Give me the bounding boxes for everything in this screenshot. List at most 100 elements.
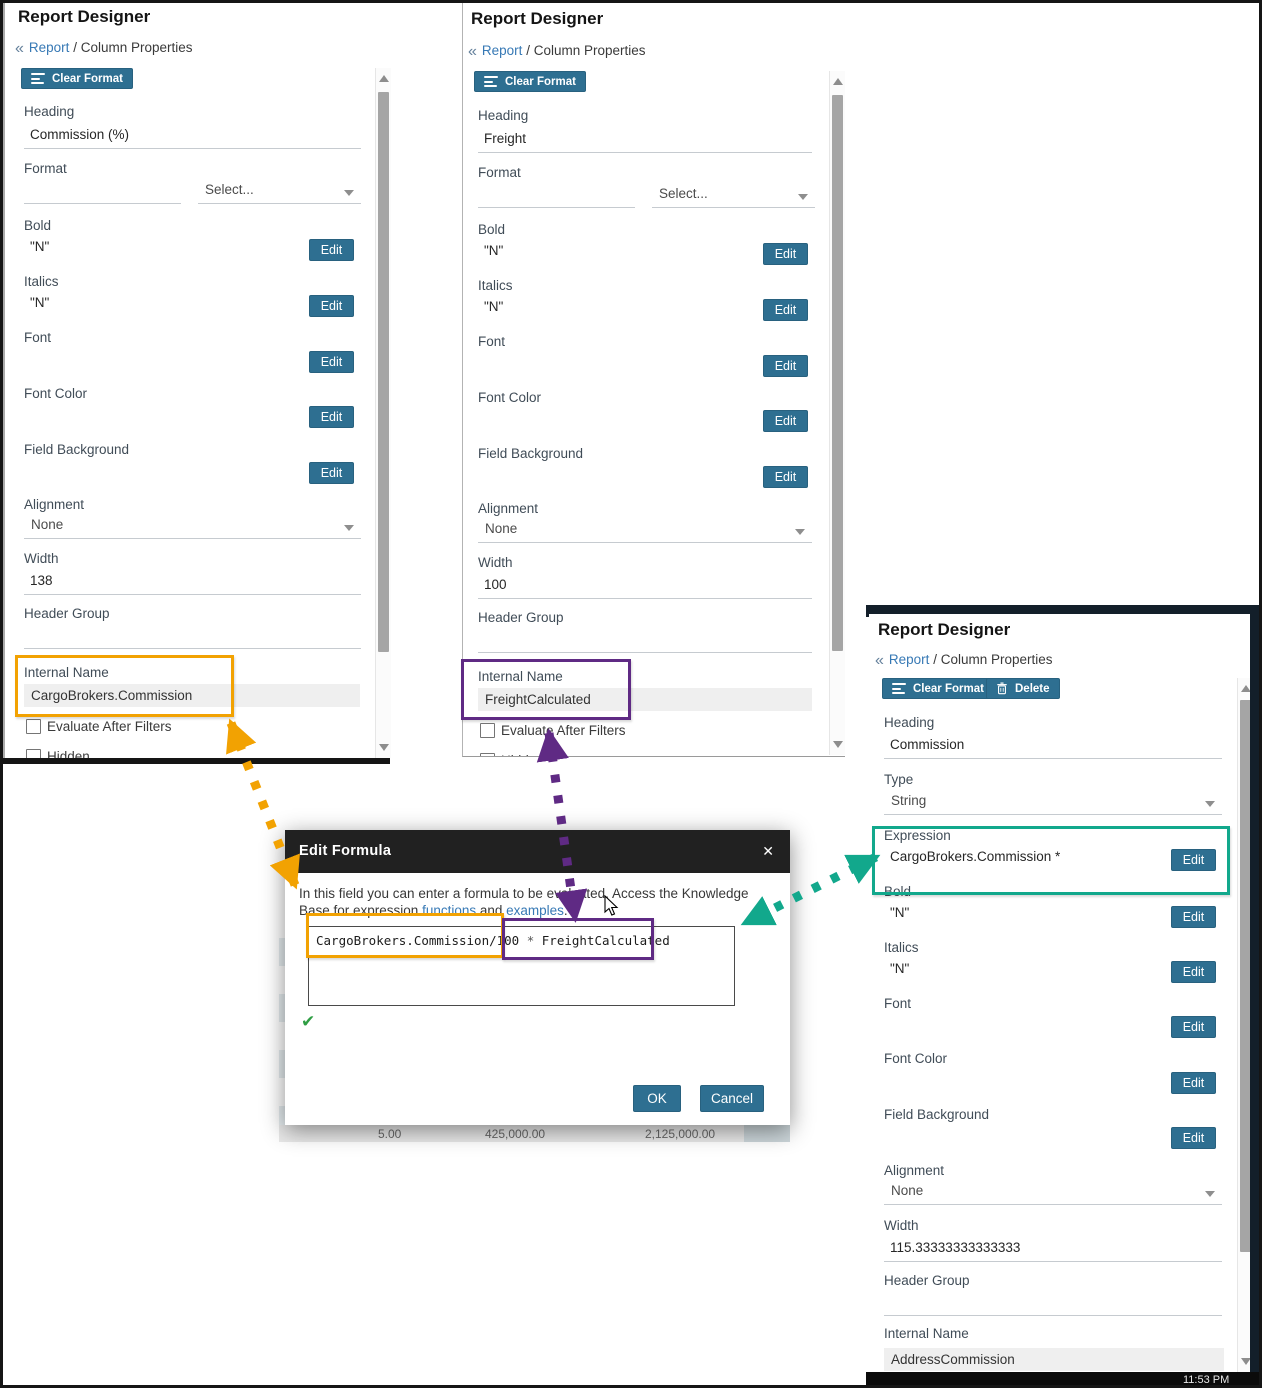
background-table-row: 5.00 425,000.00 2,125,000.00 (279, 1125, 790, 1142)
ok-button[interactable]: OK (633, 1085, 681, 1112)
field-background-edit-button[interactable]: Edit (1171, 1127, 1216, 1149)
scrollbar[interactable] (1237, 678, 1250, 1372)
scrollbar-thumb[interactable] (1240, 700, 1250, 1252)
checkbox-icon[interactable] (26, 719, 41, 734)
format-label: Format (478, 165, 521, 180)
heading-input[interactable]: Commission (%) (24, 127, 361, 149)
header-group-input[interactable] (24, 627, 361, 649)
clock: 11:53 PM (1183, 1374, 1230, 1386)
italics-edit-button[interactable]: Edit (309, 295, 354, 317)
clear-format-icon (31, 71, 45, 87)
checkbox-icon[interactable] (480, 753, 495, 756)
scrollbar-thumb[interactable] (378, 92, 389, 652)
format-input[interactable] (24, 182, 181, 204)
header-group-label: Header Group (478, 610, 564, 625)
scrollbar[interactable] (829, 71, 845, 755)
cancel-button[interactable]: Cancel (700, 1085, 764, 1112)
field-background-edit-button[interactable]: Edit (309, 462, 354, 484)
bold-edit-button[interactable]: Edit (1171, 906, 1216, 928)
formula-part-freight: FreightCalculated (541, 933, 670, 948)
scrollbar-thumb[interactable] (832, 95, 843, 651)
alignment-label: Alignment (884, 1163, 945, 1178)
header-group-input[interactable] (884, 1294, 1222, 1316)
font-edit-button[interactable]: Edit (763, 355, 808, 377)
internal-name-label: Internal Name (884, 1326, 969, 1341)
italics-value: "N" (30, 295, 50, 310)
format-select[interactable]: Select... (198, 182, 361, 204)
clear-format-icon (484, 74, 498, 90)
hidden-checkbox[interactable]: Hidden (26, 749, 90, 758)
dialog-title: Edit Formula (299, 843, 392, 859)
scroll-up-icon[interactable] (833, 78, 843, 85)
checkbox-icon[interactable] (480, 723, 495, 738)
delete-button[interactable]: Delete (986, 678, 1060, 699)
clear-format-button[interactable]: Clear Format (474, 71, 586, 92)
window-right-border (1250, 605, 1262, 1388)
heading-input[interactable]: Commission (884, 737, 1222, 759)
width-input[interactable]: 138 (24, 573, 361, 595)
alignment-select[interactable]: None (24, 517, 361, 539)
font-color-edit-button[interactable]: Edit (309, 406, 354, 428)
breadcrumb-report-link[interactable]: Report (28, 40, 70, 55)
clear-format-button[interactable]: Clear Format (882, 678, 994, 699)
field-background-label: Field Background (24, 442, 130, 457)
font-edit-button[interactable]: Edit (309, 351, 354, 373)
functions-link[interactable]: functions (422, 903, 477, 918)
hidden-checkbox[interactable]: Hidden (480, 753, 544, 756)
scroll-down-icon[interactable] (379, 744, 389, 751)
scroll-up-icon[interactable] (379, 75, 389, 82)
scroll-down-icon[interactable] (1241, 1358, 1250, 1365)
width-label: Width (24, 551, 59, 566)
font-edit-button[interactable]: Edit (1171, 1016, 1216, 1038)
formula-textarea[interactable]: CargoBrokers.Commission/100 * FreightCal… (308, 926, 735, 1006)
breadcrumb: «Report / Column Properties (468, 43, 646, 60)
chevron-down-icon (795, 529, 805, 535)
background-table-sliver (279, 938, 287, 1125)
breadcrumb-report-link[interactable]: Report (481, 43, 523, 58)
breadcrumb-separator: / (73, 40, 77, 55)
bold-edit-button[interactable]: Edit (309, 239, 354, 261)
italics-label: Italics (478, 278, 513, 293)
examples-link[interactable]: examples (506, 903, 564, 918)
width-input[interactable]: 100 (478, 577, 812, 599)
page-title: Report Designer (471, 9, 604, 28)
chevron-down-icon (1205, 801, 1215, 807)
field-background-edit-button[interactable]: Edit (763, 466, 808, 488)
back-chevrons-icon[interactable]: « (15, 40, 24, 57)
header-group-label: Header Group (24, 606, 110, 621)
width-label: Width (478, 555, 513, 570)
alignment-select[interactable]: None (478, 521, 812, 543)
scrollbar[interactable] (375, 68, 391, 758)
back-chevrons-icon[interactable]: « (468, 43, 477, 60)
chevron-down-icon (344, 190, 354, 196)
italics-edit-button[interactable]: Edit (763, 299, 808, 321)
close-icon[interactable]: ✕ (762, 843, 774, 859)
checkbox-icon[interactable] (26, 749, 41, 758)
italics-label: Italics (24, 274, 59, 289)
alignment-select[interactable]: None (884, 1183, 1222, 1205)
evaluate-after-filters-checkbox[interactable]: Evaluate After Filters (480, 723, 626, 738)
format-select[interactable]: Select... (652, 186, 815, 208)
breadcrumb-report-link[interactable]: Report (888, 652, 930, 667)
table-cell: 2,125,000.00 (645, 1127, 716, 1141)
column-properties-panel-middle: Report Designer «Report / Column Propert… (462, 3, 845, 757)
italics-edit-button[interactable]: Edit (1171, 961, 1216, 983)
scroll-up-icon[interactable] (1241, 685, 1250, 692)
internal-name-label: Internal Name (24, 665, 109, 680)
header-group-input[interactable] (478, 631, 812, 653)
bold-edit-button[interactable]: Edit (763, 243, 808, 265)
font-color-edit-button[interactable]: Edit (763, 410, 808, 432)
bold-value: "N" (484, 243, 504, 258)
heading-input[interactable]: Freight (478, 131, 812, 153)
expression-edit-button[interactable]: Edit (1171, 849, 1216, 871)
font-color-edit-button[interactable]: Edit (1171, 1072, 1216, 1094)
format-input[interactable] (478, 186, 635, 208)
bold-label: Bold (884, 884, 912, 899)
evaluate-after-filters-checkbox[interactable]: Evaluate After Filters (26, 719, 172, 734)
back-chevrons-icon[interactable]: « (875, 652, 884, 669)
field-background-label: Field Background (478, 446, 584, 461)
width-input[interactable]: 115.33333333333333 (884, 1240, 1222, 1262)
type-select[interactable]: String (884, 793, 1222, 815)
clear-format-button[interactable]: Clear Format (21, 68, 133, 89)
scroll-down-icon[interactable] (833, 741, 843, 748)
